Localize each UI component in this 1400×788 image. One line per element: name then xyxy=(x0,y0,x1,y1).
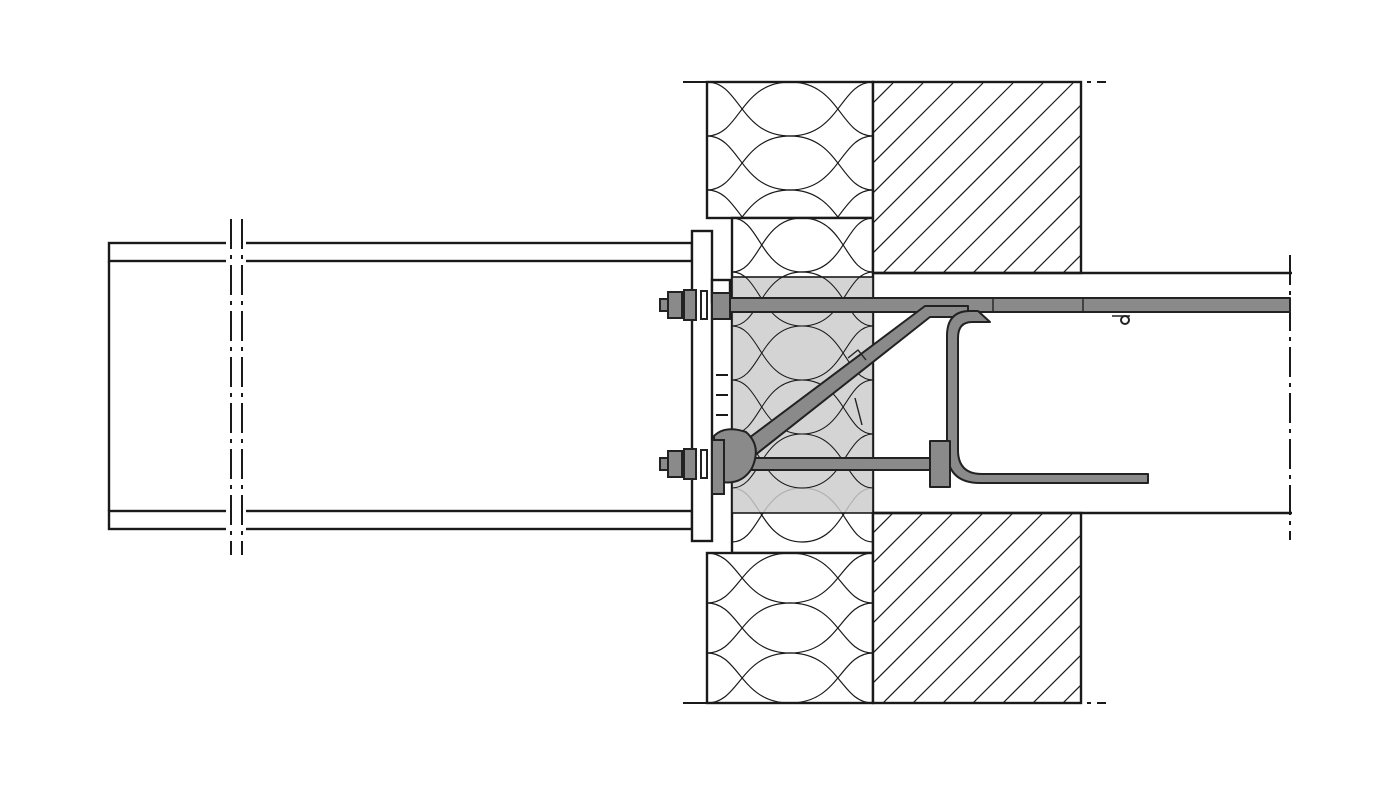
clip-detail xyxy=(1120,315,1130,325)
insulation-bottom xyxy=(705,551,875,705)
masonry-wall-top xyxy=(871,80,1083,275)
masonry-wall-bottom xyxy=(871,511,1083,705)
thermal-break-sleeve xyxy=(731,276,874,514)
section-cut-lines xyxy=(683,81,1106,704)
upper-bolt xyxy=(659,289,731,321)
stirrup xyxy=(946,310,1149,484)
steel-beam xyxy=(107,219,694,555)
bottom-bar-nut xyxy=(929,440,951,488)
tension-bar xyxy=(711,297,1291,313)
lower-bolt xyxy=(659,439,725,495)
thermal-break-element xyxy=(711,297,1291,488)
